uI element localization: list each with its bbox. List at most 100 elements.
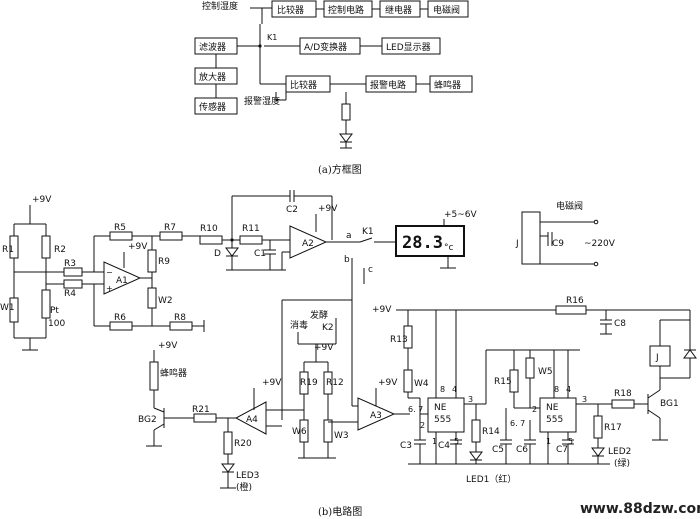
svg-text:NE: NE — [546, 403, 559, 413]
svg-text:+5~6V: +5~6V — [444, 210, 478, 220]
svg-text:+9V: +9V — [378, 378, 398, 388]
svg-text:NE: NE — [434, 403, 447, 413]
svg-text:W1: W1 — [0, 303, 15, 313]
svg-text:R17: R17 — [604, 423, 622, 433]
svg-text:4: 4 — [452, 385, 457, 394]
r10 — [199, 235, 223, 245]
svg-text:R11: R11 — [242, 224, 260, 234]
circuit-diagram: +9V R1 R2 W1 Pt 100 R3 R4 A1 − + +9 — [0, 190, 697, 518]
svg-text:3: 3 — [582, 395, 587, 404]
svg-text:R20: R20 — [234, 439, 252, 449]
svg-text:R6: R6 — [114, 313, 126, 323]
led2-icon — [591, 447, 605, 457]
svg-text:蜂鸣器: 蜂鸣器 — [160, 367, 187, 379]
block-diagram: 控制湿度 比较器 控制电路 继电器 电磁阀 滤波器 K1 A/D变换器 LED显… — [194, 0, 473, 176]
r20 — [223, 431, 233, 455]
svg-text:R4: R4 — [64, 289, 76, 299]
valve-relay-frame — [521, 211, 541, 265]
relay-label: 继电器 — [385, 4, 412, 16]
svg-text:8: 8 — [554, 385, 559, 394]
svg-text:电磁阀: 电磁阀 — [556, 200, 583, 212]
r11 — [239, 235, 263, 245]
comparator-1-label: 比较器 — [277, 4, 304, 16]
r16 — [555, 305, 587, 315]
svg-text:555: 555 — [434, 415, 451, 425]
svg-text:W2: W2 — [158, 296, 173, 306]
svg-text:R16: R16 — [566, 296, 584, 306]
svg-text:R5: R5 — [114, 223, 126, 233]
svg-text:LED3: LED3 — [236, 471, 259, 481]
svg-text:R3: R3 — [64, 259, 76, 269]
svg-text:R12: R12 — [326, 378, 344, 388]
r5 — [109, 231, 133, 241]
r17 — [593, 415, 603, 439]
svg-text:W4: W4 — [414, 379, 429, 389]
svg-text:C9: C9 — [552, 239, 564, 249]
r9 — [147, 249, 157, 273]
led-display-block — [381, 37, 441, 55]
svg-text:+9V: +9V — [318, 204, 338, 214]
svg-text:6. 7: 6. 7 — [510, 419, 525, 428]
buzzer-block-label: 蜂鸣器 — [434, 79, 461, 91]
valve-label: 电磁阀 — [433, 4, 460, 16]
svg-text:W3: W3 — [334, 431, 349, 441]
svg-text:R9: R9 — [158, 257, 170, 267]
svg-text:R2: R2 — [54, 245, 66, 255]
svg-text:+9V: +9V — [262, 378, 282, 388]
svg-text:+9V: +9V — [314, 343, 334, 353]
temperature-display — [395, 225, 465, 257]
buzzer-element — [149, 361, 159, 391]
svg-text:A1: A1 — [116, 276, 128, 286]
svg-text:b: b — [344, 255, 350, 265]
r2 — [41, 235, 51, 259]
led-display-label: LED显示器 — [386, 42, 431, 53]
r3 — [63, 267, 83, 277]
display-value: 28.3 — [402, 233, 443, 253]
ad-converter-label: A/D变换器 — [304, 41, 347, 53]
svg-text:消毒: 消毒 — [290, 319, 308, 331]
svg-text:C5: C5 — [492, 445, 504, 455]
r6 — [109, 321, 133, 331]
svg-text:J: J — [515, 239, 519, 249]
svg-text:C8: C8 — [614, 319, 626, 329]
svg-text:R21: R21 — [192, 405, 210, 415]
svg-text:5: 5 — [568, 437, 573, 446]
svg-text:LED2: LED2 — [608, 447, 631, 457]
svg-text:+: + — [106, 284, 113, 293]
svg-text:2: 2 — [532, 405, 537, 414]
svg-text:R8: R8 — [174, 313, 186, 323]
svg-text:3: 3 — [468, 395, 473, 404]
svg-text:R18: R18 — [614, 389, 632, 399]
svg-text:R13: R13 — [390, 335, 408, 345]
r4 — [63, 279, 83, 289]
svg-text:6. 7: 6. 7 — [408, 405, 423, 414]
r18 — [611, 399, 635, 409]
svg-text:R7: R7 — [164, 223, 176, 233]
comparator-2-label: 比较器 — [290, 79, 317, 91]
w3 — [323, 419, 333, 443]
svg-text:R1: R1 — [2, 245, 14, 255]
svg-text:−: − — [106, 268, 113, 277]
svg-text:(绿): (绿) — [614, 457, 630, 469]
svg-text:C3: C3 — [400, 441, 412, 451]
svg-text:8: 8 — [440, 385, 445, 394]
svg-text:D: D — [214, 249, 221, 259]
display-unit: °c — [444, 243, 454, 253]
w2 — [147, 287, 157, 309]
svg-text:BG2: BG2 — [138, 415, 157, 425]
svg-text:1: 1 — [546, 437, 551, 446]
svg-text:R10: R10 — [200, 224, 218, 234]
supply-9v-1: +9V — [32, 195, 52, 205]
w5 — [525, 357, 535, 379]
alarm-humidity-label: 报警湿度 — [244, 95, 280, 107]
ctrl-humidity-label: 控制湿度 — [202, 0, 238, 12]
amplifier-label: 放大器 — [199, 71, 226, 83]
control-circuit-label: 控制电路 — [328, 4, 364, 16]
ne555-1 — [427, 397, 465, 433]
led3-icon — [221, 463, 235, 473]
svg-text:A2: A2 — [302, 239, 314, 249]
svg-text:(橙): (橙) — [236, 481, 252, 493]
block-diagram-caption: (a)方框图 — [318, 163, 362, 176]
svg-text:100: 100 — [48, 319, 65, 329]
